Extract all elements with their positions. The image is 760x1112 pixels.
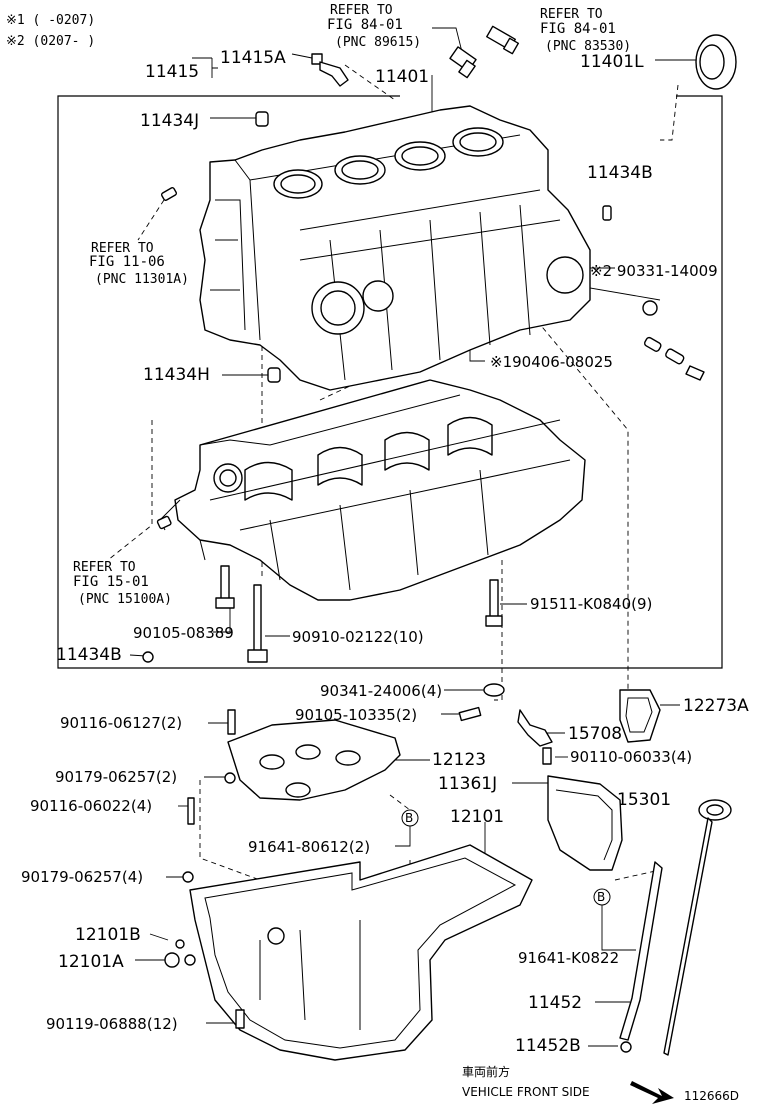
svg-text:REFER TO: REFER TO (330, 3, 393, 18)
label-11434b-bottom: 11434B (56, 645, 122, 665)
dowel-pin-11434b-top (602, 205, 612, 221)
o-ring-11452b (620, 1041, 632, 1053)
union-fitting-11415 (311, 53, 349, 87)
circle-mark-b-1: B (401, 809, 419, 827)
svg-text:FIG 84-01: FIG 84-01 (327, 17, 403, 33)
svg-text:REFER TO: REFER TO (91, 241, 154, 256)
note-1: ※1 ( -0207) (6, 13, 95, 28)
svg-text:(PNC 89615): (PNC 89615) (335, 35, 421, 50)
ref-fig15-01: REFER TO FIG 15-01 (PNC 15100A) (73, 560, 172, 607)
drain-plug-12101a (164, 952, 196, 968)
label-90105-10335: 90105-10335(2) (295, 706, 417, 724)
oil-pressure-switch-89615 (449, 46, 477, 79)
label-91641-80612: 91641-80612(2) (248, 838, 370, 856)
dowel-pin-lower-left (156, 515, 172, 530)
bolt-90910-02122 (247, 584, 268, 663)
nut-90179-06257-a (224, 772, 236, 784)
gasket-12273a (619, 689, 661, 743)
crankcase-lower-block (159, 379, 586, 601)
dowel-pin-11434j (255, 111, 269, 127)
label-15708: 15708 (568, 724, 622, 744)
label-90116-06022: 90116-06022(4) (30, 797, 152, 815)
oil-pan-12101 (189, 844, 533, 1061)
label-91511-k0840: 91511-K0840(9) (530, 595, 652, 613)
label-90179-06257-2: 90179-06257(2) (55, 768, 177, 786)
dipstick-15301 (663, 799, 732, 1056)
nut-90341-24006 (483, 683, 505, 697)
vehicle-front-jp: 車両前方 (462, 1064, 510, 1079)
bolt-90105-10335 (458, 706, 482, 722)
label-12273a: 12273A (683, 696, 749, 716)
gasket-12101b (175, 939, 185, 949)
svg-text:REFER TO: REFER TO (540, 7, 603, 22)
label-11361j: 11361J (438, 774, 497, 794)
front-direction-arrow (630, 1081, 674, 1104)
svg-text:REFER TO: REFER TO (73, 560, 136, 575)
circle-mark-b-2: B (593, 888, 611, 906)
svg-text:(PNC 83530): (PNC 83530) (545, 39, 631, 54)
label-11452: 11452 (528, 993, 582, 1013)
label-11401l: 11401L (580, 52, 644, 72)
bolt-91511-k0840 (485, 579, 503, 627)
dowel-pin-11434h (267, 367, 281, 383)
label-11415: 11415 (145, 62, 199, 82)
ref-fig84-01-pnc83530: REFER TO FIG 84-01 (PNC 83530) (540, 7, 631, 54)
label-90341-24006: 90341-24006(4) (320, 682, 442, 700)
svg-text:FIG 84-01: FIG 84-01 (540, 21, 616, 37)
label-90331-14009: ※2 90331-14009 (590, 262, 718, 280)
label-90116-06127: 90116-06127(2) (60, 714, 182, 732)
label-11434j: 11434J (140, 111, 199, 131)
label-11434b-top: 11434B (587, 163, 653, 183)
label-90406-08025: ※190406-08025 (490, 353, 613, 371)
svg-text:(PNC 15100A): (PNC 15100A) (78, 592, 172, 607)
bolt-90110-06033 (542, 747, 552, 765)
label-12101b: 12101B (75, 925, 141, 945)
label-91641-k0822: 91641-K0822 (518, 949, 619, 967)
vehicle-front-side: VEHICLE FRONT SIDE (462, 1085, 590, 1099)
svg-text:(PNC 11301A): (PNC 11301A) (95, 272, 189, 287)
stud-90116-06022 (187, 797, 195, 825)
cylinder-block-11401 (199, 105, 591, 391)
svg-text:FIG 15-01: FIG 15-01 (73, 574, 149, 590)
svg-text:B: B (597, 890, 605, 904)
label-11415a: 11415A (220, 48, 286, 68)
plug-90331 (642, 300, 658, 316)
note-2: ※2 (0207- ) (6, 34, 95, 49)
bolt-90105-08389 (215, 565, 235, 609)
stud-90116-06127 (227, 709, 236, 735)
block-group-frame (57, 95, 723, 669)
label-90179-06257-4: 90179-06257(4) (21, 868, 143, 886)
straight-pin-left (160, 187, 178, 201)
oil-seal-11401l (695, 34, 737, 90)
straight-pins-90406 (643, 336, 705, 381)
label-90119-06888: 90119-06888(12) (46, 1015, 178, 1033)
label-90110-06033: 90110-06033(4) (570, 748, 692, 766)
pin-11434b-bottom (142, 651, 154, 663)
diagram-id: 112666D (684, 1089, 739, 1103)
ref-fig84-01-pnc89615: REFER TO FIG 84-01 (PNC 89615) (327, 3, 421, 50)
label-12101: 12101 (450, 807, 504, 827)
label-11434h: 11434H (143, 365, 210, 385)
svg-text:B: B (405, 811, 413, 825)
label-11452b: 11452B (515, 1036, 581, 1056)
label-90105-08389: 90105-08389 (133, 624, 234, 642)
label-90910-02122: 90910-02122(10) (292, 628, 424, 646)
bolt-90119-06888 (235, 1009, 245, 1029)
nut-90179-06257-b (182, 871, 194, 883)
label-15301: 15301 (617, 790, 671, 810)
svg-text:FIG 11-06: FIG 11-06 (89, 254, 165, 270)
label-12101a: 12101A (58, 952, 124, 972)
ref-fig11-06: REFER TO FIG 11-06 (PNC 11301A) (89, 241, 189, 287)
dipstick-guide-11452 (619, 861, 663, 1041)
knock-sensor-83530 (486, 25, 520, 55)
baffle-plate-12123 (227, 719, 401, 801)
label-12123: 12123 (432, 750, 486, 770)
cover-11361j (547, 775, 623, 871)
label-11401: 11401 (375, 67, 429, 87)
strainer-15708 (517, 709, 553, 747)
